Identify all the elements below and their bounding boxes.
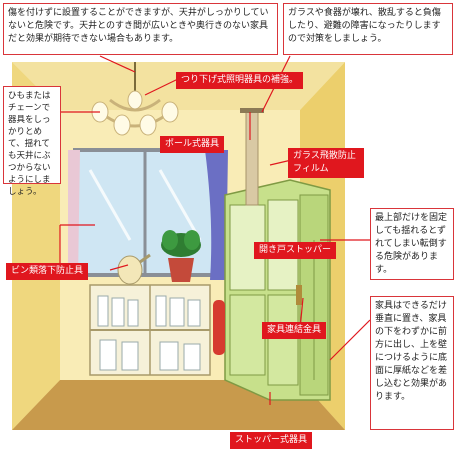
tag-glass-film-text: ガラス飛散防止フィルム [293,151,356,174]
tag-door-stopper: 開き戸ストッパー [254,242,337,259]
note-right-top-text: 最上部だけを固定しても揺れるとずれてしまい転倒する危険があります。 [375,213,448,275]
pole-device [240,108,264,206]
tag-bin-fall-text: ビン類落下防止具 [11,266,84,276]
curtain [205,150,228,280]
note-left-hook: ひもまたはチェーンで器具をしっかりとめて、揺れても天井にぶつからないようにしまし… [3,86,61,197]
potted-plant [161,230,201,282]
note-right-bottom: 家具はできるだけ垂直に置き、家具の下をわずかに前方に出し、上を壁につけるように底… [370,296,454,430]
note-left-hook-text: ひもまたはチェーンで器具をしっかりとめて、揺れても天井にぶつからないようにしまし… [8,91,51,197]
leader-lines [59,55,371,405]
tag-connector: 家具連結金具 [262,322,327,339]
tall-cabinet [224,179,331,401]
chandelier [91,62,179,136]
tag-lamp: つり下げ式照明器具の補強。 [176,72,304,89]
tag-door-stopper-text: 開き戸ストッパー [259,245,332,255]
note-right-top: 最上部だけを固定しても揺れるとずれてしまい転倒する危険があります。 [370,208,454,280]
tag-pole-text: ポール式器具 [165,139,220,149]
tag-lamp-text: つり下げ式照明器具の補強。 [181,75,299,85]
note-right-bottom-text: 家具はできるだけ垂直に置き、家具の下をわずかに前方に出し、上を壁につけるように底… [375,301,448,402]
low-shelf [89,284,211,376]
tag-glass-film: ガラス飛散防止フィルム [288,148,364,178]
kettle [117,253,151,285]
note-top-right-text: ガラスや食器が壊れ、散乱すると負傷したり、避難の障害になったりしますので対策をし… [288,8,441,44]
fire-extinguisher [213,300,225,355]
tag-pole: ポール式器具 [160,136,225,153]
lace-curtain [68,150,80,280]
tag-stopper: ストッパー式器具 [230,432,313,449]
tag-bin-fall: ビン類落下防止具 [6,263,89,280]
tag-stopper-text: ストッパー式器具 [235,435,308,445]
tag-connector-text: 家具連結金具 [267,325,322,335]
note-top-right: ガラスや食器が壊れ、散乱すると負傷したり、避難の障害になったりしますので対策をし… [283,3,453,55]
note-top-left-text: 傷を付けずに設置することができますが、天井がしっかりしていないと危険です。天井と… [8,8,269,44]
note-top-left: 傷を付けずに設置することができますが、天井がしっかりしていないと危険です。天井と… [3,3,278,55]
